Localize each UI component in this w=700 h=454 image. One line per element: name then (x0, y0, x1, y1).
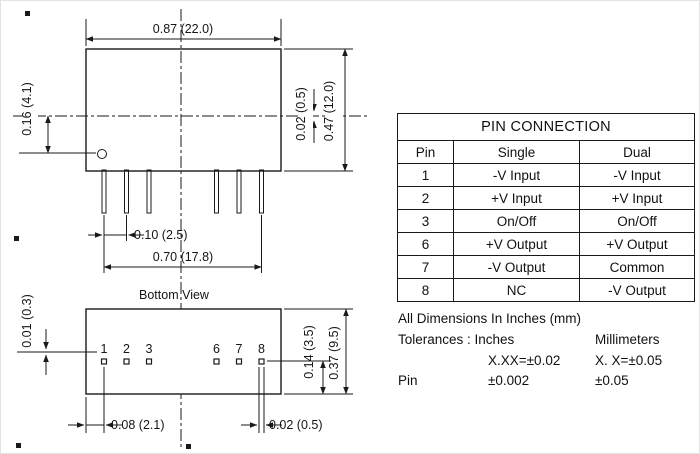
side-view-body (85, 48, 282, 172)
dim-label-pad-offset: 0.01 (0.3) (20, 294, 34, 348)
single-cell: NC (453, 278, 580, 302)
single-cell: -V Input (453, 163, 580, 187)
pin-cell: 2 (397, 186, 454, 210)
dim-label-pad-to-edge: 0.14 (3.5) (302, 325, 316, 379)
pin1-index-hole (97, 149, 107, 159)
corner-markers (14, 11, 191, 449)
pin-cell: 8 (397, 278, 454, 302)
note-pin-inches-value: ±0.002 (488, 373, 530, 388)
dim-label-pad-width: 0.02 (0.5) (269, 418, 323, 432)
bottom-view-title: Bottom View (139, 288, 210, 302)
table-row: 1 -V Input -V Input (397, 163, 696, 187)
pin-cell: 7 (397, 255, 454, 279)
note-millimeters-label: Millimeters (595, 332, 660, 347)
dim-label-pin1-inset: 0.08 (2.1) (111, 418, 165, 432)
dual-cell: On/Off (578, 209, 696, 233)
pin-number-1: 1 (101, 342, 108, 356)
dim-label-case-offset: 0.02 (0.5) (294, 87, 308, 141)
pin-number-6: 6 (213, 342, 220, 356)
pin-number-3: 3 (146, 342, 153, 356)
dual-cell: -V Output (578, 278, 696, 302)
label-masks (23, 77, 340, 145)
pins (101, 169, 264, 214)
note-pin-label: Pin (398, 373, 418, 388)
dual-cell: +V Output (578, 232, 696, 256)
dual-cell: -V Input (578, 163, 696, 187)
side-view-dimension-lines (19, 19, 353, 273)
bottom-view-body (85, 308, 282, 395)
pin-number-7: 7 (236, 342, 243, 356)
table-header-row: Pin Single Dual (397, 140, 696, 164)
dual-cell: Common (578, 255, 696, 279)
single-cell: +V Output (453, 232, 580, 256)
pin-number-2: 2 (123, 342, 130, 356)
dim-label-pin-pitch: 0.10 (2.5) (134, 228, 188, 242)
dim-label-left-offset: 0.16 (4.1) (20, 82, 34, 136)
col-header-dual: Dual (578, 140, 696, 164)
table-row: 2 +V Input +V Input (397, 186, 696, 210)
col-header-single: Single (453, 140, 580, 164)
table-row: 3 On/Off On/Off (397, 209, 696, 233)
table-row: 8 NC -V Output (397, 278, 696, 302)
pin-cell: 1 (397, 163, 454, 187)
single-cell: On/Off (453, 209, 580, 233)
single-cell: +V Input (453, 186, 580, 210)
dim-label-height: 0.47 (12.0) (322, 81, 336, 141)
note-inches-tolerance-value: X.XX=±0.02 (488, 353, 561, 368)
bottom-view-dimension-lines (17, 308, 353, 433)
pin-cell: 6 (397, 232, 454, 256)
pin-number-8: 8 (258, 342, 265, 356)
note-dimensions: All Dimensions In Inches (mm) (398, 311, 582, 326)
dim-label-width: 0.87 (22.0) (153, 22, 213, 36)
dual-cell: +V Input (578, 186, 696, 210)
dimension-labels: 0.87 (22.0) 0.16 (4.1) 0.02 (0.5) 0.47 (… (20, 22, 341, 432)
note-pin-mm-value: ±0.05 (595, 373, 629, 388)
note-mm-tolerance-value: X. X=±0.05 (595, 353, 663, 368)
table-row: 6 +V Output +V Output (397, 232, 696, 256)
col-header-pin: Pin (397, 140, 454, 164)
dim-label-depth: 0.37 (9.5) (327, 326, 341, 380)
pin-connection-table: PIN CONNECTION Pin Single Dual 1 -V Inpu… (396, 113, 696, 302)
single-cell: -V Output (453, 255, 580, 279)
mechanical-drawing: 0.87 (22.0) 0.16 (4.1) 0.02 (0.5) 0.47 (… (13, 9, 369, 449)
pin-pads (100, 358, 265, 365)
table-title: PIN CONNECTION (396, 113, 696, 141)
dim-label-pin-span: 0.70 (17.8) (153, 250, 213, 264)
table-row: 7 -V Output Common (397, 255, 696, 279)
note-tolerances-inches: Tolerances : Inches (398, 332, 515, 347)
pin-cell: 3 (397, 209, 454, 233)
